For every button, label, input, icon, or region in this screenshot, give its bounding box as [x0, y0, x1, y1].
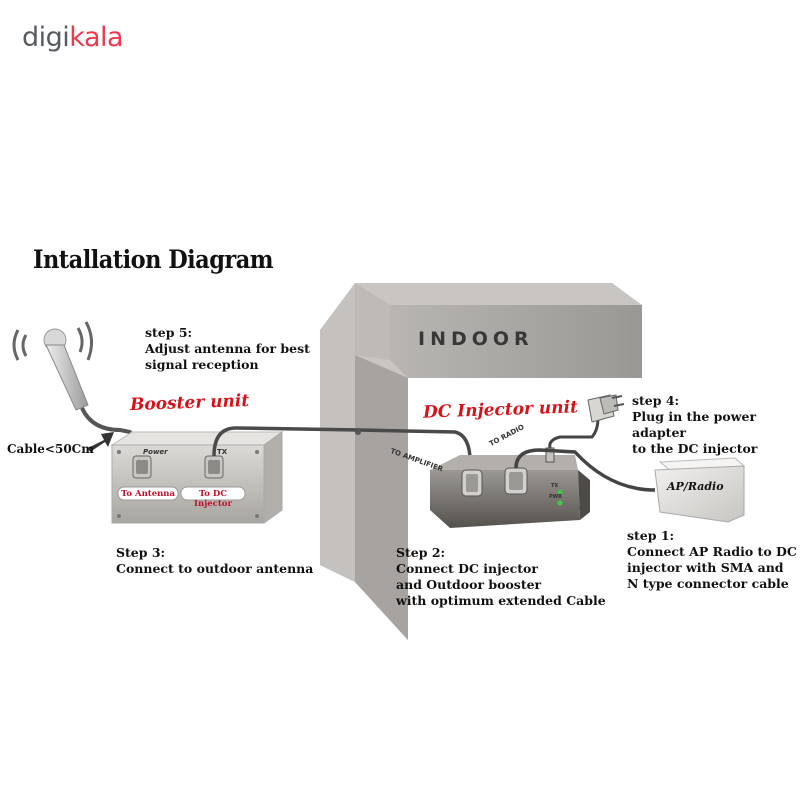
step-4: step 4: Plug in the power adapter to the…: [632, 393, 800, 457]
dc-injector-box: [430, 447, 590, 528]
booster-tx-port-label: TX: [217, 448, 228, 456]
step-5: step 5: Adjust antenna for best signal r…: [145, 325, 310, 373]
step-2-line-2: and Outdoor booster: [396, 577, 542, 592]
step-1-line-1: Connect AP Radio to DC: [627, 544, 797, 559]
diagram-title: Intallation Diagram: [33, 245, 274, 274]
step-3-line-1: Connect to outdoor antenna: [116, 561, 314, 576]
step-5-line-1: Adjust antenna for best: [145, 341, 310, 356]
booster-unit-title: Booster unit: [129, 390, 250, 416]
ap-radio-label: AP/Radio: [667, 480, 724, 493]
ap-radio-box: [654, 457, 746, 523]
injector-led-tx-label: TX: [551, 483, 559, 489]
step-1: step 1: Connect AP Radio to DC injector …: [627, 528, 797, 592]
booster-power-port-label: Power: [143, 448, 168, 456]
step-4-line-1: Plug in the power adapter: [632, 409, 757, 440]
step-3-title: Step 3:: [116, 545, 166, 560]
step-1-line-3: N type connector cable: [627, 576, 789, 591]
step-2-line-3: with optimum extended Cable: [396, 593, 606, 608]
step-4-title: step 4:: [632, 393, 680, 408]
step-4-line-2: to the DC injector: [632, 441, 758, 456]
indoor-wall: [320, 283, 642, 640]
booster-unit-box: [110, 431, 284, 524]
booster-tag-to-dc-injector: To DC Injector: [194, 489, 232, 509]
indoor-label: INDOOR: [418, 328, 534, 350]
cable-arrow-icon: [88, 432, 114, 452]
step-2-line-1: Connect DC injector: [396, 561, 538, 576]
step-5-title: step 5:: [145, 325, 193, 340]
booster-tag-to-antenna: To Antenna: [121, 489, 175, 499]
injector-led-pwr-label: PWR: [549, 494, 563, 500]
antenna-icon: [12, 321, 140, 447]
logo-part-digi: digi: [22, 22, 70, 53]
step-2-title: Step 2:: [396, 545, 446, 560]
digikala-logo[interactable]: digikala: [22, 22, 124, 53]
step-1-title: step 1:: [627, 528, 675, 543]
step-1-line-2: injector with SMA and: [627, 560, 784, 575]
power-adapter-icon: [548, 394, 625, 449]
step-3: Step 3: Connect to outdoor antenna: [116, 545, 313, 577]
radio-cable: [514, 448, 656, 492]
step-2: Step 2: Connect DC injector and Outdoor …: [396, 545, 606, 609]
cable-length-label: Cable<50Cm: [7, 442, 94, 456]
step-5-line-2: signal reception: [145, 357, 259, 372]
logo-part-kala: kala: [69, 22, 124, 53]
